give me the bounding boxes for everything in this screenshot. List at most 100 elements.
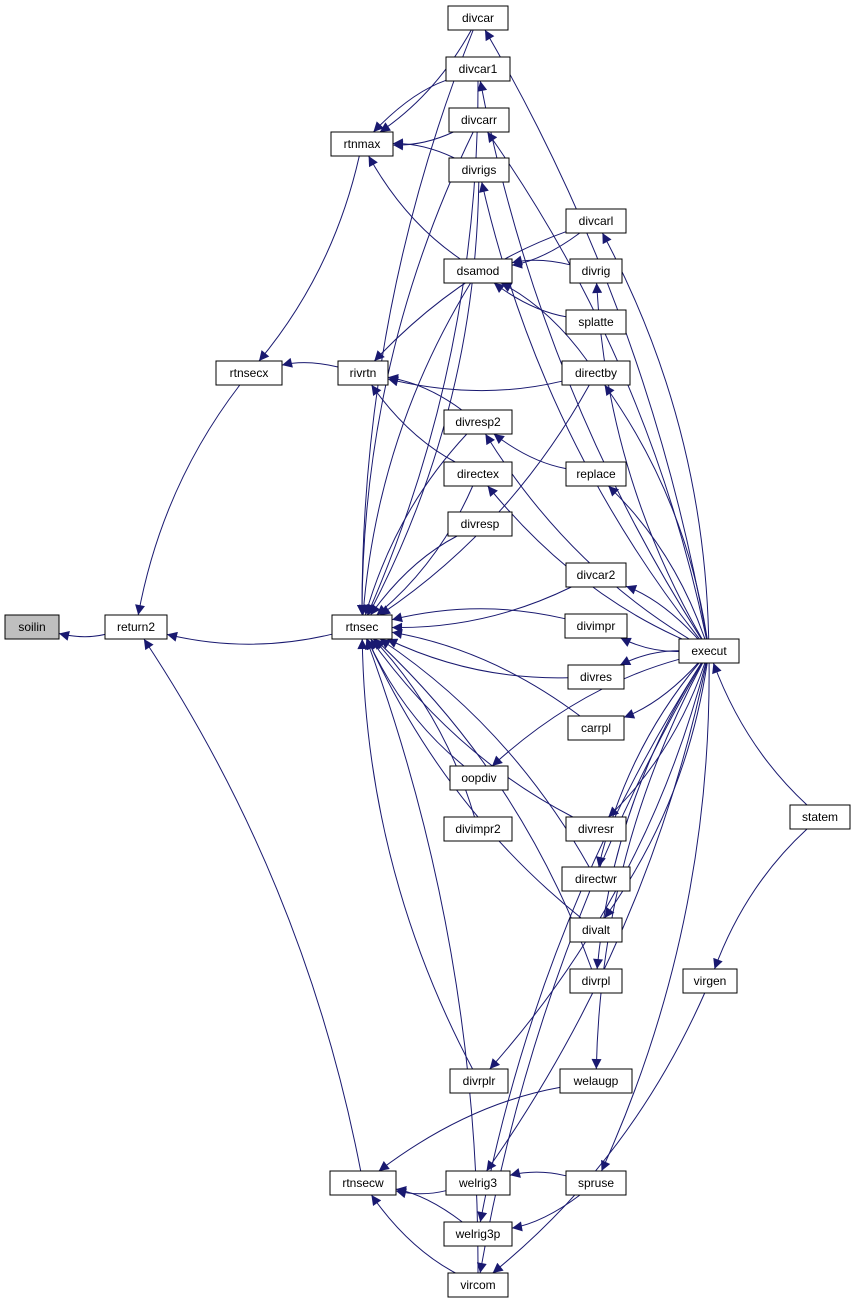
edge-divresp-to-rtnsec [370,535,458,616]
edge-divimpr2-to-rtnsec [372,638,475,818]
node-divcar1[interactable]: divcar1 [445,56,511,82]
node-virgen[interactable]: virgen [682,968,738,994]
node-statem-label: statem [802,810,838,824]
node-execut[interactable]: execut [678,638,740,664]
node-replace[interactable]: replace [565,461,627,487]
node-divrpl-box[interactable] [569,968,623,994]
node-divcar-box[interactable] [447,5,509,31]
node-splatte-box[interactable] [565,309,627,335]
node-divres[interactable]: divres [567,664,625,690]
node-divres-box[interactable] [567,664,625,690]
node-dsamod-box[interactable] [443,258,513,284]
edge-divrigs-to-rtnmax [392,138,455,159]
node-divimpr2-box[interactable] [443,816,513,842]
node-divresr-box[interactable] [565,816,627,842]
node-divresr[interactable]: divresr [565,816,627,842]
node-divcarr[interactable]: divcarr [448,107,510,133]
node-return2-box[interactable] [104,614,168,640]
node-divcar2[interactable]: divcar2 [565,562,627,588]
node-vircom[interactable]: vircom [447,1272,509,1298]
node-statem-box[interactable] [789,804,851,830]
node-divcarr-box[interactable] [448,107,510,133]
node-carrpl[interactable]: carrpl [567,715,625,741]
node-rtnmax[interactable]: rtnmax [330,131,394,157]
node-divcar2-box[interactable] [565,562,627,588]
node-divrigs[interactable]: divrigs [448,157,510,183]
node-directby-box[interactable] [561,360,631,386]
node-divres-label: divres [580,670,612,684]
node-rtnsecx[interactable]: rtnsecx [215,360,283,386]
node-directwr[interactable]: directwr [561,866,631,892]
node-divrig[interactable]: divrig [569,258,623,284]
node-dsamod[interactable]: dsamod [443,258,513,284]
node-rtnsec-box[interactable] [331,614,393,640]
node-rtnsecx-box[interactable] [215,360,283,386]
node-divresp2[interactable]: divresp2 [443,409,513,435]
node-virgen-box[interactable] [682,968,738,994]
node-divimpr-box[interactable] [564,613,628,639]
node-replace-box[interactable] [565,461,627,487]
node-divrpl[interactable]: divrpl [569,968,623,994]
node-directwr-box[interactable] [561,866,631,892]
node-rivrtn-box[interactable] [337,360,389,386]
node-divresp[interactable]: divresp [447,511,513,537]
node-directby[interactable]: directby [561,360,631,386]
node-rtnsecw-box[interactable] [329,1170,397,1196]
node-rivrtn-label: rivrtn [350,366,377,380]
edge-execut-to-welaugp [591,662,704,1070]
node-divalt[interactable]: divalt [569,917,623,943]
node-welrig3-box[interactable] [445,1170,511,1196]
edges-layer [58,29,808,1274]
node-divcarl[interactable]: divcarl [565,208,627,234]
node-soilin-box[interactable] [4,614,60,640]
node-welrig3p-box[interactable] [443,1221,513,1247]
node-welrig3p[interactable]: welrig3p [443,1221,513,1247]
node-oopdiv-box[interactable] [449,765,509,791]
node-directwr-label: directwr [575,872,617,886]
node-directex-box[interactable] [443,461,513,487]
edge-divcarr-to-rtnmax [392,131,454,151]
node-divcarl-box[interactable] [565,208,627,234]
node-return2[interactable]: return2 [104,614,168,640]
node-divrplr-box[interactable] [449,1068,509,1094]
node-divalt-box[interactable] [569,917,623,943]
node-spruse-box[interactable] [565,1170,627,1196]
node-soilin[interactable]: soilin [4,614,60,640]
nodes-layer: soilin return2 rtnsecx rtnmax rivrtn rtnsec rt… [4,5,851,1298]
node-welaugp-box[interactable] [559,1068,633,1094]
node-directby-label: directby [575,366,617,380]
node-divrplr[interactable]: divrplr [449,1068,509,1094]
node-divimpr[interactable]: divimpr [564,613,628,639]
edge-oopdiv-to-rtnsec [366,638,465,767]
node-carrpl-box[interactable] [567,715,625,741]
node-vircom-box[interactable] [447,1272,509,1298]
node-execut-box[interactable] [678,638,740,664]
node-divimpr2[interactable]: divimpr2 [443,816,513,842]
node-oopdiv[interactable]: oopdiv [449,765,509,791]
node-divcar[interactable]: divcar [447,5,509,31]
node-divrigs-box[interactable] [448,157,510,183]
node-statem[interactable]: statem [789,804,851,830]
node-welaugp[interactable]: welaugp [559,1068,633,1094]
edge-carrpl-to-rtnsec [391,628,581,717]
node-divresp-box[interactable] [447,511,513,537]
node-rivrtn[interactable]: rivrtn [337,360,389,386]
node-rtnsecw[interactable]: rtnsecw [329,1170,397,1196]
node-rtnsec[interactable]: rtnsec [331,614,393,640]
node-dsamod-label: dsamod [457,264,500,278]
edge-divrpl-to-rtnsec [374,638,593,970]
node-directex[interactable]: directex [443,461,513,487]
edge-directby-to-rivrtn [387,376,563,392]
node-divresp2-box[interactable] [443,409,513,435]
node-divrigs-label: divrigs [462,163,497,177]
node-rtnmax-box[interactable] [330,131,394,157]
node-divrig-box[interactable] [569,258,623,284]
node-spruse[interactable]: spruse [565,1170,627,1196]
node-divcar1-box[interactable] [445,56,511,82]
edge-replace-to-divresp2 [493,433,567,470]
edge-vircom-to-rtnsecw [370,1194,456,1274]
edge-rivrtn-to-rtnsecx [281,357,339,368]
node-splatte[interactable]: splatte [565,309,627,335]
node-welrig3[interactable]: welrig3 [445,1170,511,1196]
edge-rtnsecx-to-return2 [135,384,241,616]
